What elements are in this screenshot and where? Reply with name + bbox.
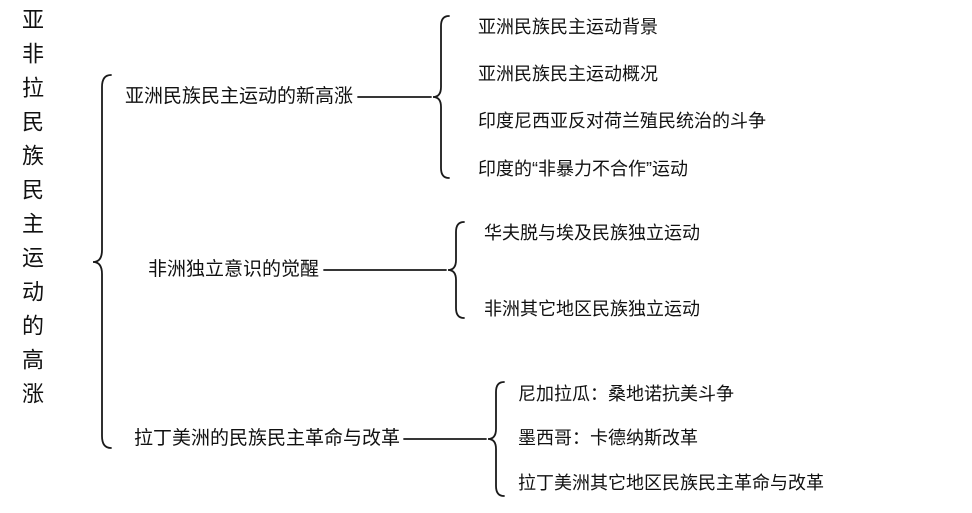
africa-brace (447, 221, 465, 319)
leaf-latin-other-regions: 拉丁美洲其它地区民族民主革命与改革 (518, 473, 824, 493)
leaf-africa-other-regions: 非洲其它地区民族独立运动 (484, 299, 700, 319)
asia-brace (432, 15, 450, 179)
leaf-wafd-egypt: 华夫脱与埃及民族独立运动 (484, 223, 700, 243)
leaf-nicaragua-sandino: 尼加拉瓜：桑地诺抗美斗争 (518, 384, 734, 404)
branch-label-asia: 亚洲民族民主运动的新高涨 (125, 86, 354, 107)
leaf-indonesia-struggle: 印度尼西亚反对荷兰殖民统治的斗争 (478, 111, 766, 131)
leaf-asia-background: 亚洲民族民主运动背景 (478, 17, 658, 37)
leaf-india-noncooperation: 印度的“非暴力不合作”运动 (478, 159, 688, 179)
branch-label-africa: 非洲独立意识的觉醒 (148, 259, 320, 280)
branch-label-latin-america: 拉丁美洲的民族民主革命与改革 (134, 428, 401, 449)
leaf-mexico-cardenas: 墨西哥：卡德纳斯改革 (518, 428, 698, 448)
leaf-asia-overview: 亚洲民族民主运动概况 (478, 64, 658, 84)
root-title: 亚非拉民族民主运动的高涨 (19, 8, 44, 416)
latin-brace (487, 381, 505, 497)
root-brace (92, 74, 112, 449)
